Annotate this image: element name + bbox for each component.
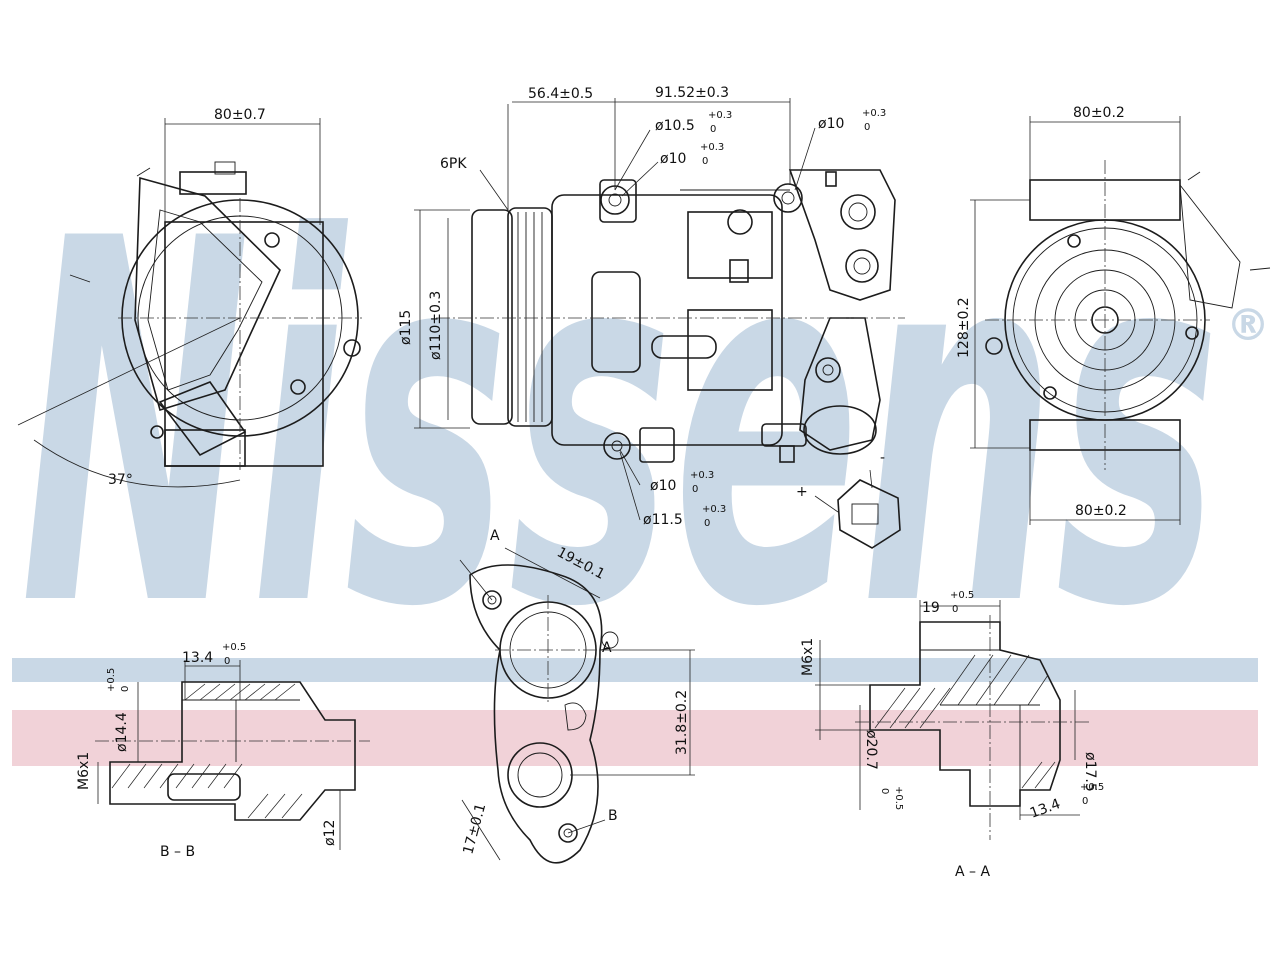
center-dia-115: ø115: [398, 310, 414, 345]
center-hole5: ø11.5: [643, 512, 683, 528]
section-bb: 13.4 +0.5 0 ø14.4 +0.5 0 M6x1 ø12 B – B: [76, 642, 370, 860]
watermark-stripe-red: [12, 710, 1258, 766]
bb-dim-14: ø14.4: [114, 712, 130, 752]
center-dia-110: ø110±0.3: [428, 291, 444, 360]
center-dim-91: 91.52±0.3: [655, 85, 729, 101]
connector-minus: -: [880, 450, 885, 466]
center-front-view: 56.4±0.5 91.52±0.3 6PK ø10.5 +0.3 0 ø10 …: [398, 85, 905, 529]
aa-dim-13: 13.4: [1028, 796, 1063, 822]
flange-dim-17: 17±0.1: [460, 802, 489, 856]
right-width-top: 80±0.2: [1073, 105, 1125, 121]
aa-dim-13-tol: +0.5: [1080, 782, 1104, 793]
center-hole1: ø10.5: [655, 118, 695, 134]
bb-dim-13: 13.4: [182, 650, 213, 666]
aa-dia-20-tol: +0.5: [893, 786, 904, 810]
aa-dim-19-tol: +0.5: [950, 590, 974, 601]
center-hole4-tol2: 0: [692, 484, 698, 495]
right-width-bottom: 80±0.2: [1075, 503, 1127, 519]
aa-thread: M6x1: [800, 638, 816, 676]
aa-dia-17: ø17.5: [1082, 752, 1098, 792]
center-hole5-tol: +0.3: [702, 504, 726, 515]
center-hole4: ø10: [650, 478, 676, 494]
connector-detail: + -: [796, 450, 901, 549]
center-hole1-tol2: 0: [710, 124, 716, 135]
flange-dim-31: 31.8±0.2: [674, 690, 690, 755]
center-hole1-tol: +0.3: [708, 110, 732, 121]
connector-plus: +: [796, 484, 808, 500]
watermark-registered: ®: [1226, 300, 1270, 351]
aa-dim-13-tol2: 0: [1082, 796, 1088, 807]
bb-dim-14-tol2: 0: [120, 686, 131, 692]
center-hole3-tol2: 0: [864, 122, 870, 133]
aa-dia-20: ø20.7: [863, 730, 879, 770]
center-hole5-tol2: 0: [704, 518, 710, 529]
center-hole4-tol: +0.3: [690, 470, 714, 481]
watermark-stripe-blue: [12, 658, 1258, 682]
bb-dim-13-tol2: 0: [224, 656, 230, 667]
bb-dim-13-tol: +0.5: [222, 642, 246, 653]
aa-dim-19-tol2: 0: [952, 604, 958, 615]
left-angle-dim: 37°: [108, 472, 133, 488]
left-side-view: 80±0.7 37°: [17, 107, 362, 488]
center-dim-56: 56.4±0.5: [528, 86, 593, 102]
bb-section-label: B – B: [160, 844, 195, 860]
bb-thread: M6x1: [76, 752, 92, 790]
left-width-dim: 80±0.7: [214, 107, 266, 123]
aa-dim-19: 19: [922, 600, 940, 616]
watermark: Nissens ®: [12, 134, 1270, 766]
bb-dia-12: ø12: [322, 820, 338, 846]
center-hole3-tol: +0.3: [862, 108, 886, 119]
aa-dia-20-tol2: 0: [879, 788, 890, 794]
center-hole2-tol: +0.3: [700, 142, 724, 153]
flange-marker-a2: A: [602, 640, 612, 656]
flange-marker-a: A: [490, 528, 500, 544]
center-hole3: ø10: [818, 116, 844, 132]
aa-section-label: A – A: [955, 864, 990, 880]
center-hole2: ø10: [660, 151, 686, 167]
flange-marker-b: B: [608, 808, 618, 824]
center-hole2-tol2: 0: [702, 156, 708, 167]
bb-dim-14-tol: +0.5: [106, 668, 117, 692]
right-rear-view: 80±0.2 80±0.2 128±0.2: [956, 105, 1271, 525]
watermark-brand: Nissens: [20, 134, 1220, 716]
center-belt-6pk: 6PK: [440, 156, 467, 172]
right-height-dim: 128±0.2: [956, 297, 972, 358]
